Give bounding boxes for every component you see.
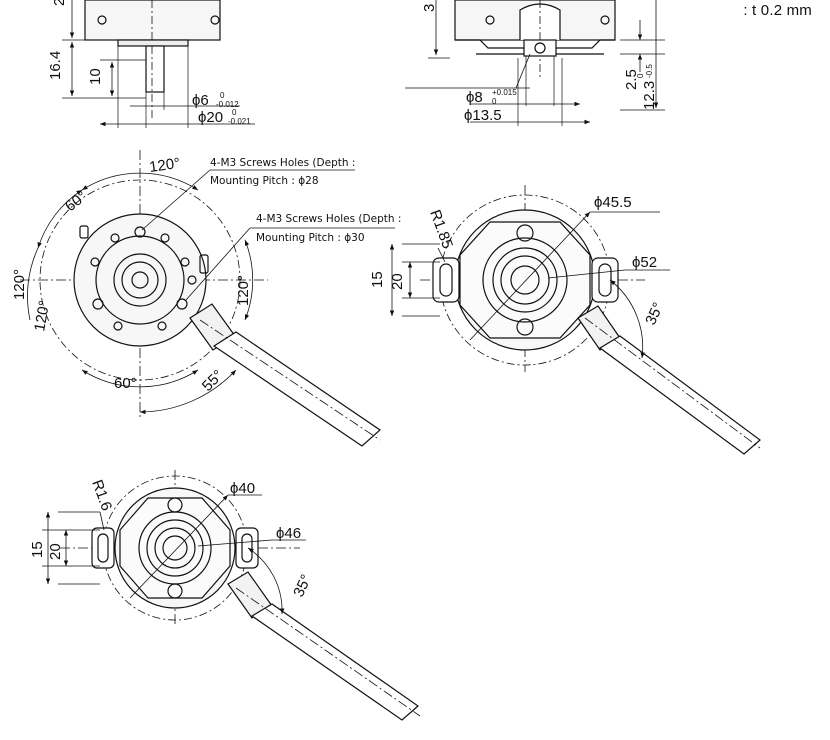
angle-a-left-outer: 120° — [11, 269, 28, 300]
dim-right-top-partial: 3 — [421, 4, 438, 12]
dim-left-shaft-length: 10 — [87, 68, 104, 85]
angle-a-left: 120° — [31, 299, 53, 333]
cable-c — [250, 603, 419, 721]
dim-right-b: 12.3 — [641, 81, 658, 110]
dim-shaft-tol-upper: 0 — [220, 91, 225, 100]
tolerance-note: : t 0.2 mm — [743, 2, 812, 19]
dim-shaft-tol-lower: -0.012 — [216, 100, 239, 109]
dim-flange-tol-upper: 0 — [232, 108, 237, 117]
callout-1-line2: Mounting Pitch : ϕ28 — [210, 175, 319, 187]
dia-b-slot: ϕ52 — [632, 254, 657, 271]
front-view-b — [389, 185, 761, 455]
dim-flange-tol-lower: -0.021 — [228, 117, 251, 126]
dim-shaft-dia: ϕ6 — [192, 92, 209, 109]
hole-a-3 — [176, 298, 188, 310]
dim-right-a: 2.5 — [623, 69, 640, 90]
angle-c-cable: 35° — [290, 572, 315, 600]
side-view-right — [405, 0, 665, 126]
dim-right-b-tol-lower: -0.5 — [645, 64, 654, 78]
dim-bore-dia: ϕ8 — [466, 89, 483, 106]
dim-b-20: 20 — [389, 273, 406, 290]
angle-a-left-top: 60° — [62, 188, 90, 215]
angle-a-bottom: 60° — [114, 375, 137, 392]
radius-c: R1.6 — [88, 478, 115, 514]
dim-left-top-partial: 2 — [51, 0, 68, 6]
dim-flange-dia: ϕ20 — [198, 109, 223, 126]
dia-c-outer: ϕ40 — [230, 480, 255, 497]
dim-right-b-tol-upper: 0 — [636, 73, 645, 78]
callout-1-line1: 4-M3 Screws Holes (Depth : — [210, 157, 355, 169]
dim-left-height-total: 16.4 — [47, 51, 64, 80]
cable-a — [212, 331, 381, 447]
dia-b-outer: ϕ45.5 — [594, 194, 632, 211]
dia-c-slot: ϕ46 — [276, 525, 301, 542]
callout-2-line1: 4-M3 Screws Holes (Depth : — [256, 213, 401, 225]
angle-a-right: 120° — [235, 275, 252, 306]
dim-c-20: 20 — [47, 543, 64, 560]
dim-bore-tol-upper: +0.015 — [492, 88, 517, 97]
dim-hub-dia: ϕ13.5 — [464, 107, 502, 124]
encoder-body-left — [84, 0, 221, 41]
radius-b: R1.85 — [426, 208, 456, 251]
front-view-a — [20, 150, 395, 447]
encoder-face-a — [73, 213, 207, 347]
dim-bore-tol-lower: 0 — [492, 97, 497, 106]
hole-a-1 — [134, 226, 146, 238]
cable-b — [598, 335, 761, 455]
angle-a-top: 120° — [148, 155, 181, 176]
angle-b-cable: 35° — [642, 300, 667, 328]
side-view-left — [62, 0, 255, 128]
shaft-left — [145, 45, 165, 93]
hole-a-2 — [92, 298, 104, 310]
callout-2-line2: Mounting Pitch : ϕ30 — [256, 232, 365, 244]
angle-a-cable: 55° — [199, 367, 227, 395]
dim-c-15: 15 — [29, 541, 46, 558]
dim-b-15: 15 — [369, 271, 386, 288]
front-view-c — [42, 470, 421, 721]
